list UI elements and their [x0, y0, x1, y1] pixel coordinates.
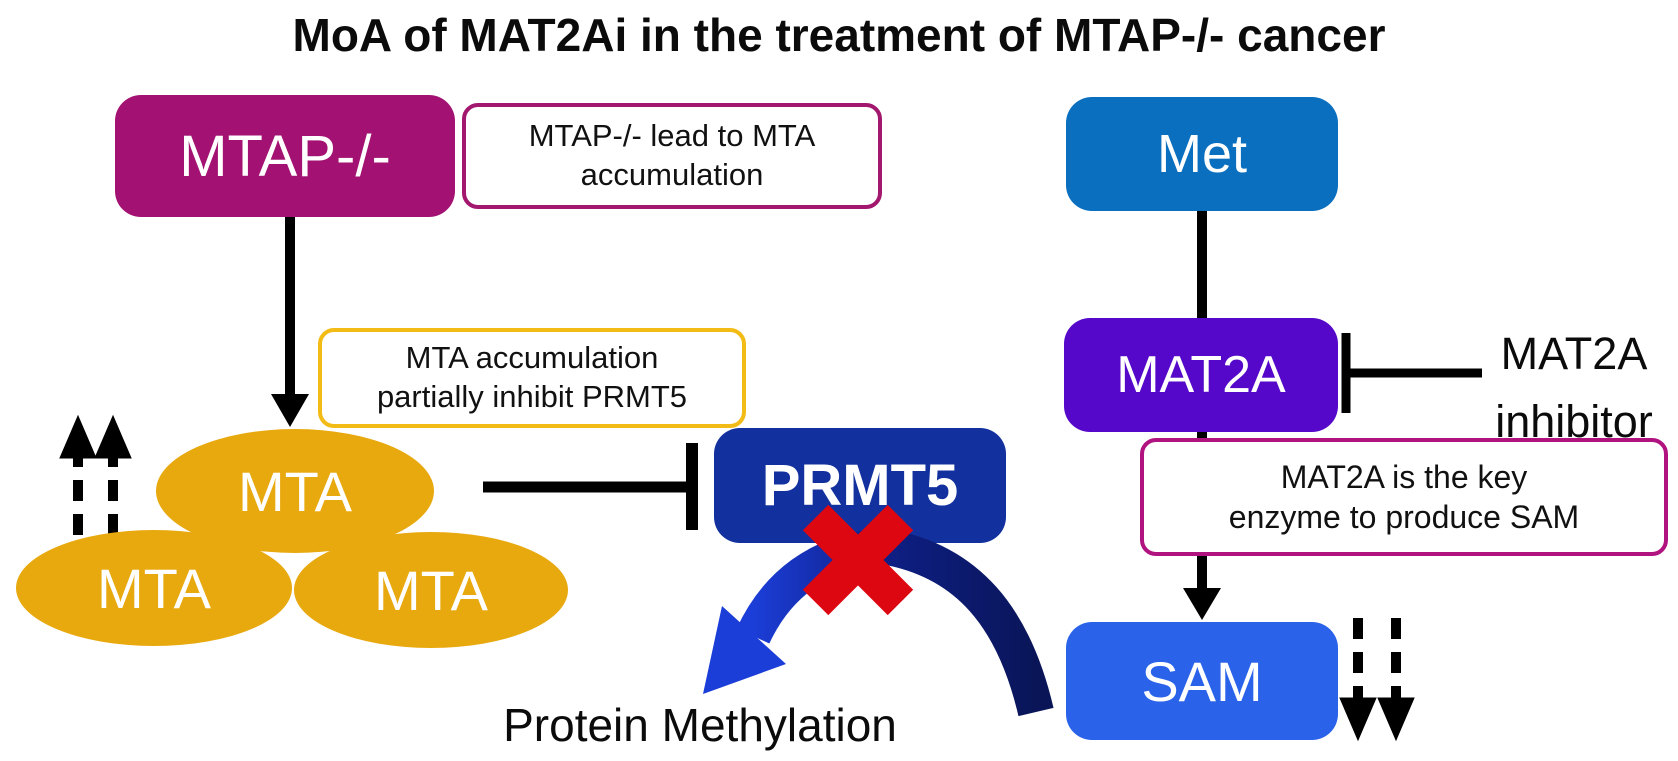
mta-increase-up-arrows-icon	[59, 414, 132, 535]
mat2a-inhibitor-label-line1: MAT2A	[1500, 328, 1648, 379]
mta-oval-top-label: MTA	[237, 459, 353, 523]
mtap-node-label: MTAP-/-	[179, 123, 391, 189]
mta-note-line1: MTA accumulation	[405, 340, 659, 376]
mat2a-node: MAT2A	[1064, 318, 1338, 432]
mat2a-node-label: MAT2A	[1116, 346, 1286, 404]
inhibition-tbar-mta-prmt5-icon	[483, 443, 698, 530]
sam-node: SAM	[1066, 622, 1338, 740]
mtap-note: MTAP-/- lead to MTA accumulation	[462, 103, 882, 209]
mat2a-inhibitor-label: MAT2A inhibitor	[1470, 320, 1678, 455]
mta-oval-left-label: MTA	[96, 556, 212, 620]
mat2a-note-line2: enzyme to produce SAM	[1228, 499, 1580, 535]
curved-arrow-prmt5-to-methylation-icon	[703, 527, 1054, 717]
mtap-node: MTAP-/-	[115, 95, 455, 217]
sam-node-label: SAM	[1141, 649, 1263, 713]
met-node-label: Met	[1156, 124, 1248, 184]
mta-oval-right-label: MTA	[373, 558, 489, 622]
met-node: Met	[1066, 97, 1338, 211]
mat2a-note: MAT2A is the key enzyme to produce SAM	[1140, 438, 1668, 556]
protein-methylation-label: Protein Methylation	[503, 699, 897, 751]
mat2a-note-line1: MAT2A is the key	[1280, 459, 1528, 495]
prmt5-node-label: PRMT5	[761, 453, 959, 518]
mtap-note-line2: accumulation	[580, 157, 764, 192]
mtap-note-line1: MTAP-/- lead to MTA	[528, 118, 816, 154]
mta-oval-right: MTA	[294, 532, 568, 648]
mta-note-line2: partially inhibit PRMT5	[376, 379, 688, 414]
mta-oval-top: MTA	[156, 429, 434, 553]
prmt5-node: PRMT5	[714, 428, 1006, 543]
arrow-mtap-to-mta-icon	[271, 212, 309, 427]
mta-note: MTA accumulation partially inhibit PRMT5	[318, 328, 746, 428]
inhibition-tbar-inhibitor-mat2a-icon	[1341, 333, 1482, 413]
sam-decrease-down-arrows-icon	[1339, 618, 1415, 742]
mta-oval-left: MTA	[16, 530, 292, 646]
page-title: MoA of MAT2Ai in the treatment of MTAP-/…	[292, 9, 1386, 61]
